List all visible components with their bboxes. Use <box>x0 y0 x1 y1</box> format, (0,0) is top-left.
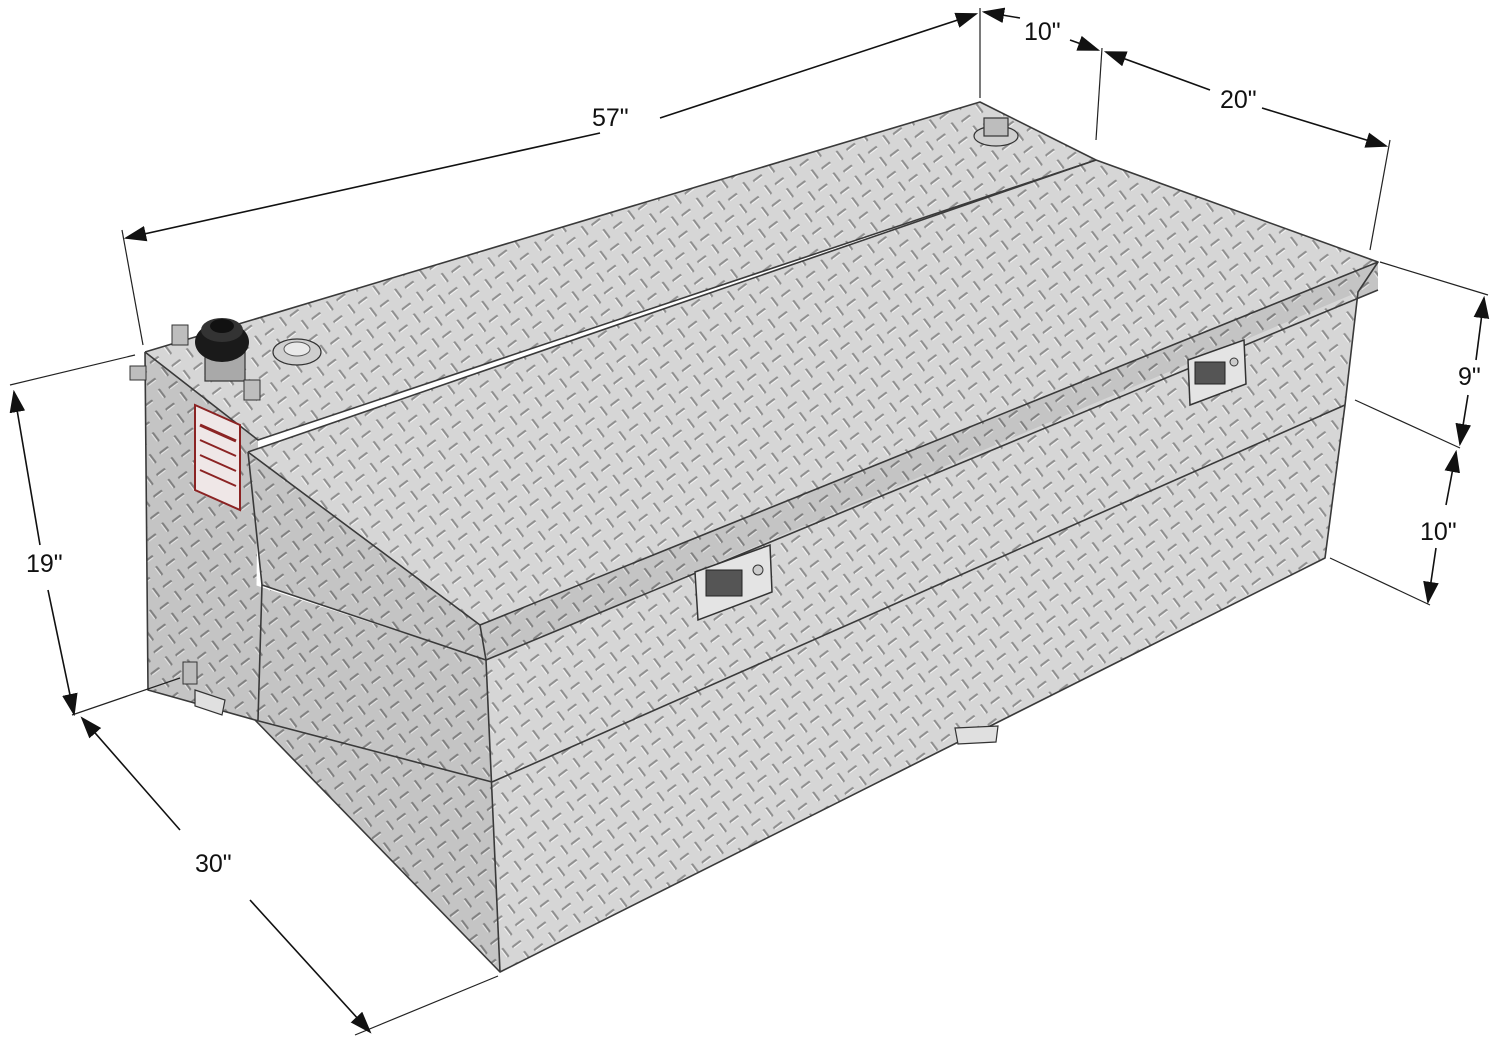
toolbox-lid-top <box>248 160 1378 625</box>
dim-label-upper-height: 9" <box>1458 363 1481 391</box>
fuel-cap-icon <box>195 318 249 382</box>
front-face-upper <box>486 292 1358 782</box>
dim-label-toolbox-width: 20" <box>1220 86 1257 114</box>
left-lower-face <box>255 585 500 972</box>
latch-handle-icon <box>1187 338 1247 407</box>
vent-fitting-icon <box>129 324 261 685</box>
dim-label-length: 57" <box>592 104 629 132</box>
toolbox-lid-left <box>248 452 486 660</box>
tank-top-surface <box>145 102 1096 440</box>
toolbox-lid-front <box>480 262 1378 660</box>
warning-label <box>194 403 241 512</box>
dimension-lines <box>9 7 1490 1036</box>
fuel-gauge-icon <box>272 338 322 366</box>
mounting-bracket-icon <box>194 689 999 745</box>
dim-line-length <box>123 132 601 242</box>
dim-label-depth: 30" <box>195 850 232 878</box>
fill-plug-icon <box>973 117 1019 147</box>
front-face-lower <box>492 405 1345 972</box>
dim-label-lower-height: 10" <box>1420 518 1457 546</box>
dim-label-tank-width: 10" <box>1024 18 1061 46</box>
dim-label-height: 19" <box>26 550 63 578</box>
tank-body <box>144 101 1379 973</box>
latch-handle-icon <box>694 543 773 622</box>
